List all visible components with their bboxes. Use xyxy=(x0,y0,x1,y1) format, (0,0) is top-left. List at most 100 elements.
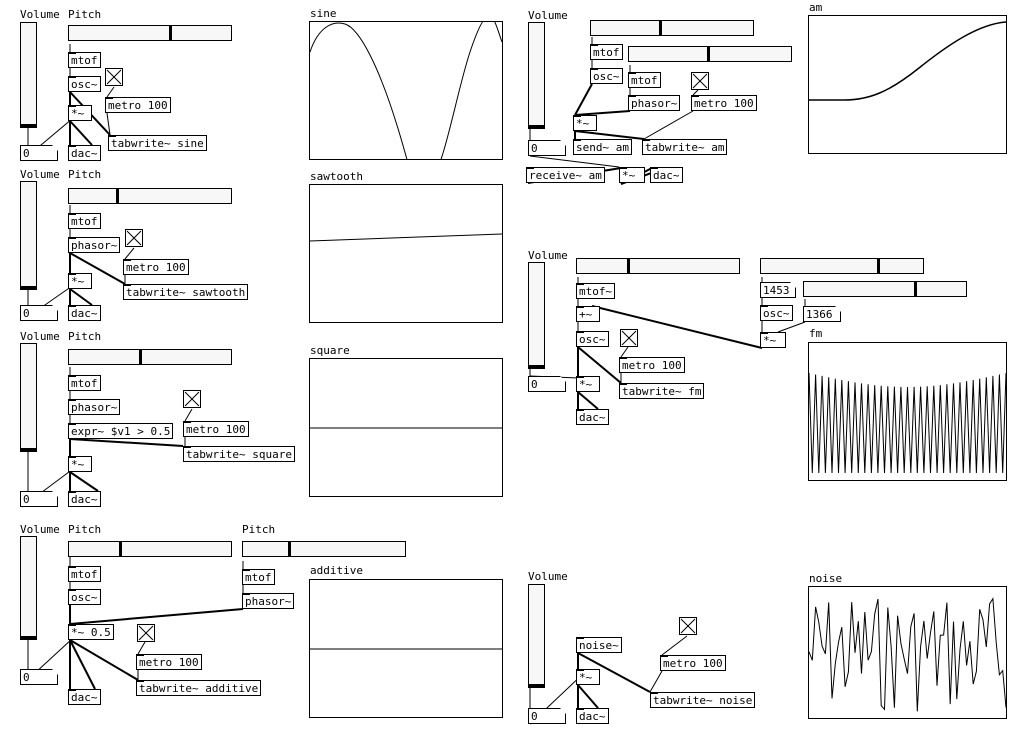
mtof-signal-object[interactable]: mtof~ xyxy=(576,283,616,299)
pitch-slider[interactable] xyxy=(68,188,232,204)
number-box[interactable]: 0 xyxy=(20,669,58,685)
array-sine-graph[interactable] xyxy=(309,21,503,160)
toggle-checkbox[interactable] xyxy=(691,72,709,90)
pitch-label: Pitch xyxy=(68,523,102,536)
volume-slider[interactable] xyxy=(20,536,37,640)
dac-object[interactable]: dac~ xyxy=(576,708,609,724)
mtof-object[interactable]: mtof xyxy=(590,44,623,60)
mtof-object[interactable]: mtof xyxy=(68,375,101,391)
pitch-slider-2[interactable] xyxy=(628,46,792,62)
metro-object[interactable]: metro 100 xyxy=(105,97,171,113)
number-box[interactable]: 0 xyxy=(528,376,566,392)
pitch-slider[interactable] xyxy=(590,20,754,36)
metro-object[interactable]: metro 100 xyxy=(123,259,189,275)
toggle-checkbox[interactable] xyxy=(125,229,143,247)
multiply-object[interactable]: *~ xyxy=(68,105,92,121)
metro-object[interactable]: metro 100 xyxy=(136,654,202,670)
number-box[interactable]: 0 xyxy=(20,145,58,161)
volume-slider[interactable] xyxy=(528,262,545,369)
array-additive-graph[interactable] xyxy=(309,579,503,718)
phasor-object[interactable]: phasor~ xyxy=(68,237,121,253)
number-box-depth[interactable]: 1366 xyxy=(803,306,841,322)
tabwrite-object[interactable]: tabwrite~ square xyxy=(183,446,295,462)
dac-object[interactable]: dac~ xyxy=(68,145,101,161)
mtof-object[interactable]: mtof xyxy=(68,566,101,582)
multiply-object[interactable]: *~ xyxy=(576,669,600,685)
multiply-object[interactable]: *~ xyxy=(68,273,92,289)
array-label: additive xyxy=(310,564,363,577)
osc-object[interactable]: osc~ xyxy=(68,76,101,92)
number-box[interactable]: 0 xyxy=(528,708,566,724)
volume-slider[interactable] xyxy=(20,22,37,128)
tabwrite-object[interactable]: tabwrite~ sine xyxy=(108,135,207,151)
tabwrite-object[interactable]: tabwrite~ fm xyxy=(619,383,705,399)
tabwrite-object[interactable]: tabwrite~ additive xyxy=(136,680,262,696)
dac-object[interactable]: dac~ xyxy=(68,491,101,507)
array-am-graph[interactable] xyxy=(808,15,1007,154)
volume-slider[interactable] xyxy=(528,584,545,688)
array-noise-graph[interactable] xyxy=(808,586,1007,719)
toggle-checkbox[interactable] xyxy=(679,617,697,635)
dac-object[interactable]: dac~ xyxy=(576,409,609,425)
toggle-checkbox[interactable] xyxy=(137,624,155,642)
osc-object[interactable]: osc~ xyxy=(68,589,101,605)
toggle-checkbox[interactable] xyxy=(620,329,638,347)
multiply-object[interactable]: *~ xyxy=(576,376,600,392)
pitch-slider[interactable] xyxy=(68,25,232,41)
send-object[interactable]: send~ am xyxy=(573,139,632,155)
volume-slider[interactable] xyxy=(20,181,37,290)
metro-object[interactable]: metro 100 xyxy=(691,95,757,111)
tabwrite-object[interactable]: tabwrite~ sawtooth xyxy=(123,284,249,300)
pitch-label: Pitch xyxy=(68,330,102,343)
tabwrite-object[interactable]: tabwrite~ am xyxy=(642,139,728,155)
phasor-object[interactable]: phasor~ xyxy=(242,593,295,609)
dac-object[interactable]: dac~ xyxy=(68,305,101,321)
multiply-object[interactable]: *~ xyxy=(573,115,597,131)
volume-slider[interactable] xyxy=(20,343,37,452)
toggle-checkbox[interactable] xyxy=(105,68,123,86)
multiply-half-object[interactable]: *~ 0.5 xyxy=(68,624,114,640)
pitch-slider-2[interactable] xyxy=(242,541,406,557)
tabwrite-object[interactable]: tabwrite~ noise xyxy=(650,692,756,708)
fm-waveform xyxy=(809,372,1006,474)
mtof-object-2[interactable]: mtof xyxy=(628,72,661,88)
modulator-depth-slider[interactable] xyxy=(803,281,967,297)
pitch-slider[interactable] xyxy=(68,349,232,365)
dac-object[interactable]: dac~ xyxy=(68,689,101,705)
noise-object[interactable]: noise~ xyxy=(576,637,622,653)
mtof-object[interactable]: mtof xyxy=(68,213,101,229)
pitch-slider[interactable] xyxy=(68,541,232,557)
metro-object[interactable]: metro 100 xyxy=(183,421,249,437)
array-label: square xyxy=(310,344,350,357)
array-sawtooth-graph[interactable] xyxy=(309,184,503,323)
multiply-object[interactable]: *~ xyxy=(68,456,92,472)
array-label: noise xyxy=(809,572,843,585)
number-box[interactable]: 0 xyxy=(20,491,58,507)
multiply-object-2[interactable]: *~ xyxy=(619,167,645,183)
phasor-object[interactable]: phasor~ xyxy=(68,399,121,415)
number-box-frequency[interactable]: 1453 xyxy=(760,282,796,298)
multiply-object-2[interactable]: *~ xyxy=(760,332,786,348)
array-fm-graph[interactable] xyxy=(808,342,1007,481)
mtof-object-2[interactable]: mtof xyxy=(242,569,275,585)
volume-slider[interactable] xyxy=(528,22,545,129)
osc-object[interactable]: osc~ xyxy=(590,68,623,84)
metro-object[interactable]: metro 100 xyxy=(660,655,726,671)
receive-object[interactable]: receive~ am xyxy=(526,167,605,183)
noise-waveform xyxy=(809,597,1006,712)
mtof-object[interactable]: mtof xyxy=(68,52,101,68)
volume-label: Volume xyxy=(528,249,568,262)
array-square-graph[interactable] xyxy=(309,358,503,497)
dac-object[interactable]: dac~ xyxy=(650,167,683,183)
number-box[interactable]: 0 xyxy=(528,140,566,156)
number-box[interactable]: 0 xyxy=(20,305,58,321)
metro-object[interactable]: metro 100 xyxy=(619,357,685,373)
modulator-pitch-slider[interactable] xyxy=(760,258,924,274)
expr-object[interactable]: expr~ $v1 > 0.5 xyxy=(68,423,174,439)
pitch-slider[interactable] xyxy=(576,258,740,274)
osc-object[interactable]: osc~ xyxy=(576,331,609,347)
phasor-object[interactable]: phasor~ xyxy=(628,95,681,111)
osc-object-2[interactable]: osc~ xyxy=(760,305,793,321)
toggle-checkbox[interactable] xyxy=(183,390,201,408)
add-object[interactable]: +~ xyxy=(576,306,600,322)
